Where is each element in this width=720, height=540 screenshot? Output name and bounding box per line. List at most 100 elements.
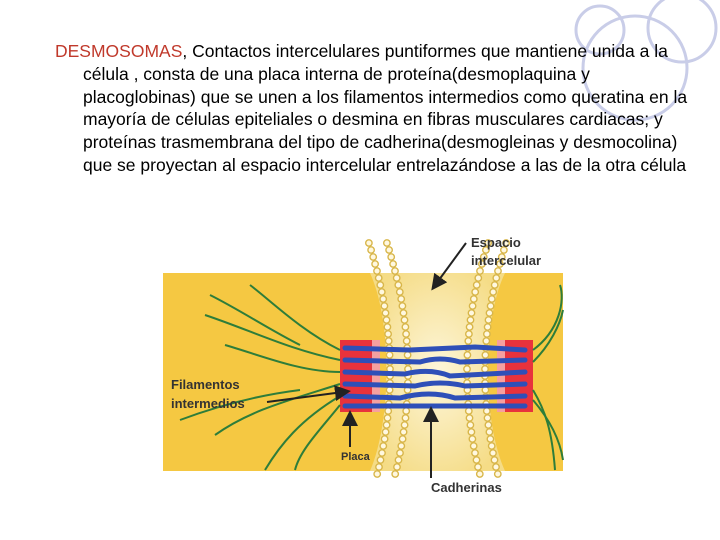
membrane-bead bbox=[492, 274, 501, 282]
membrane-bead bbox=[391, 267, 399, 275]
membrane-bead bbox=[499, 246, 508, 254]
membrane-bead bbox=[384, 330, 392, 338]
membrane-bead bbox=[397, 442, 406, 450]
membrane-bead bbox=[381, 428, 390, 436]
membrane-bead bbox=[394, 456, 403, 464]
decor-circle bbox=[574, 4, 626, 56]
membrane-bead bbox=[369, 253, 378, 261]
membrane-bead bbox=[374, 274, 383, 282]
membrane-bead bbox=[464, 337, 473, 345]
description-paragraph: DESMOSOMAS, Contactos intercelulares pun… bbox=[55, 40, 695, 177]
membrane-bead bbox=[472, 281, 481, 289]
membrane-bead bbox=[398, 435, 407, 443]
membrane-bead bbox=[373, 470, 382, 478]
membrane-bead bbox=[399, 309, 408, 317]
membrane-bead bbox=[465, 323, 474, 331]
membrane-bead bbox=[397, 295, 406, 303]
membrane-bead bbox=[384, 337, 393, 345]
membrane-bead bbox=[464, 330, 473, 338]
intermediate-filaments bbox=[179, 284, 564, 471]
membrane-bead bbox=[474, 274, 483, 282]
membrane-bead bbox=[481, 351, 490, 359]
membrane-bead bbox=[486, 302, 495, 310]
membrane-bead bbox=[481, 365, 489, 373]
desmosome-description: DESMOSOMAS, Contactos intercelulares pun… bbox=[55, 40, 695, 177]
membrane-bead bbox=[384, 407, 393, 415]
membrane-bead bbox=[490, 281, 499, 289]
membrane-bead bbox=[489, 449, 497, 457]
membrane-bead bbox=[465, 414, 474, 422]
membrane-bead bbox=[487, 295, 496, 303]
membrane-bead bbox=[376, 281, 385, 289]
membrane-bead bbox=[395, 288, 404, 296]
membrane-bead bbox=[469, 442, 478, 450]
membrane-bead bbox=[393, 463, 401, 471]
membrane-bead bbox=[392, 274, 401, 282]
membrane-bead bbox=[383, 414, 392, 422]
membrane-bead bbox=[489, 288, 498, 296]
membrane-bead bbox=[402, 337, 411, 345]
membrane-bead bbox=[484, 239, 492, 247]
membrane-bead bbox=[402, 330, 410, 338]
membrane-bead bbox=[472, 456, 481, 464]
membrane-bead bbox=[403, 351, 412, 359]
membrane-bead bbox=[400, 316, 409, 324]
membrane-bead bbox=[466, 421, 475, 429]
arrow-espacio bbox=[431, 242, 467, 291]
membrane-bead bbox=[502, 239, 510, 247]
label-espacio-line2: intercelular bbox=[471, 253, 541, 268]
membrane-bead bbox=[379, 442, 388, 450]
membrane-bead bbox=[481, 246, 490, 254]
membrane-bead bbox=[371, 260, 379, 268]
membrane-bead bbox=[482, 337, 491, 345]
membrane-bead bbox=[380, 302, 389, 310]
membrane-bead bbox=[399, 428, 408, 436]
membrane-bead bbox=[401, 414, 410, 422]
membrane-bead bbox=[477, 260, 486, 268]
membrane-bead bbox=[490, 456, 499, 464]
membrane-bead bbox=[394, 281, 403, 289]
membrane-bead bbox=[463, 351, 472, 359]
membrane-bead bbox=[485, 309, 494, 317]
membrane-bead bbox=[385, 246, 393, 254]
cadherins bbox=[342, 344, 528, 409]
membrane-bead bbox=[494, 267, 502, 275]
plaque-right-edge bbox=[497, 340, 505, 412]
membrane-bead bbox=[482, 330, 491, 338]
membrane-bead bbox=[484, 316, 493, 324]
membrane-bead bbox=[466, 316, 475, 324]
membrane-bead bbox=[377, 288, 386, 296]
membrane-bead bbox=[381, 309, 390, 317]
decor-circle bbox=[581, 14, 689, 122]
arrow-filamentos bbox=[266, 385, 351, 403]
membrane-bead bbox=[471, 288, 480, 296]
membrane-bead bbox=[383, 323, 392, 331]
membrane-bead bbox=[380, 435, 389, 443]
description-text: Contactos intercelulares puntiformes que… bbox=[83, 41, 688, 175]
membrane-bead bbox=[495, 260, 504, 268]
plaque-left-edge bbox=[372, 340, 380, 412]
membrane-bead bbox=[389, 260, 397, 268]
decor-circle bbox=[646, 0, 718, 64]
label-espacio-line1: Espacio bbox=[471, 235, 521, 250]
membrane-bead bbox=[396, 449, 404, 457]
membrane-bead bbox=[493, 470, 502, 478]
membrane-bead bbox=[468, 302, 477, 310]
label-placa: Placa bbox=[341, 451, 371, 463]
membrane-bead bbox=[492, 463, 500, 471]
membrane-bead bbox=[376, 456, 385, 464]
membrane-bead bbox=[497, 253, 506, 261]
membrane-bead bbox=[382, 239, 391, 247]
membrane-bead bbox=[398, 302, 407, 310]
membrane-bead bbox=[471, 449, 479, 457]
membrane-bead bbox=[469, 295, 478, 303]
membrane-bead bbox=[463, 365, 471, 373]
membrane-bead bbox=[483, 323, 492, 331]
label-filamentos-line1: Filamentos bbox=[171, 377, 240, 392]
membrane-bead bbox=[483, 414, 492, 422]
membrane-bead bbox=[468, 435, 477, 443]
membrane-bead bbox=[382, 421, 391, 429]
membrane-bead bbox=[382, 316, 391, 324]
membrane-bead bbox=[487, 442, 496, 450]
